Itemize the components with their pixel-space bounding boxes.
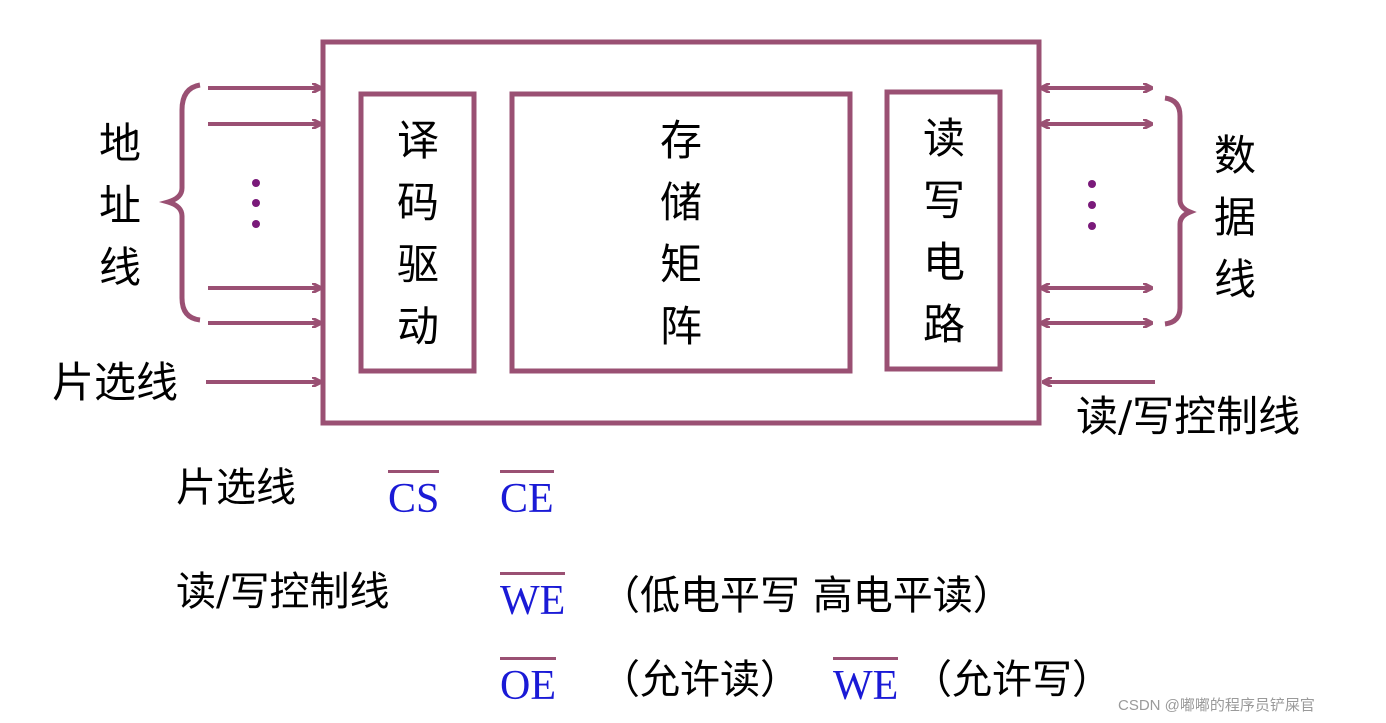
data-lines-label: 数据线 (1213, 131, 1256, 304)
oe-note: （允许读） (600, 657, 800, 703)
overline (500, 657, 556, 660)
we-allow-note: （允许写） (912, 657, 1112, 703)
signal-we-2: WE (833, 657, 899, 707)
rw-block-label: 读写电路 (922, 114, 965, 349)
right-brace (1164, 95, 1197, 327)
rw-control-label: 读/写控制线 (1076, 392, 1301, 441)
legend-chip-select-label: 片选线 (176, 465, 296, 511)
signal-cs: CS (388, 470, 440, 520)
decoder-block-label: 译码驱动 (396, 116, 439, 351)
overline (500, 470, 554, 473)
legend-rw-control-label: 读/写控制线 (176, 569, 390, 615)
we-note: （低电平写 高电平读） (600, 573, 1013, 619)
overline (388, 470, 440, 473)
chip-outline (320, 39, 1042, 426)
signal-oe: OE (500, 657, 556, 707)
chip-select-label: 片选线 (52, 358, 179, 407)
signal-ce: CE (500, 470, 554, 520)
matrix-block-outline (509, 91, 853, 374)
address-lines-label: 地址线 (98, 119, 141, 292)
matrix-block-label: 存储矩阵 (659, 116, 702, 351)
rw-block-outline (884, 89, 1003, 372)
decoder-block-outline (358, 91, 477, 374)
overline (500, 572, 566, 575)
watermark: CSDN @嘟嘟的程序员铲屎官 (1118, 697, 1315, 714)
left-brace (158, 82, 201, 323)
overline (833, 657, 899, 660)
signal-we: WE (500, 572, 566, 622)
